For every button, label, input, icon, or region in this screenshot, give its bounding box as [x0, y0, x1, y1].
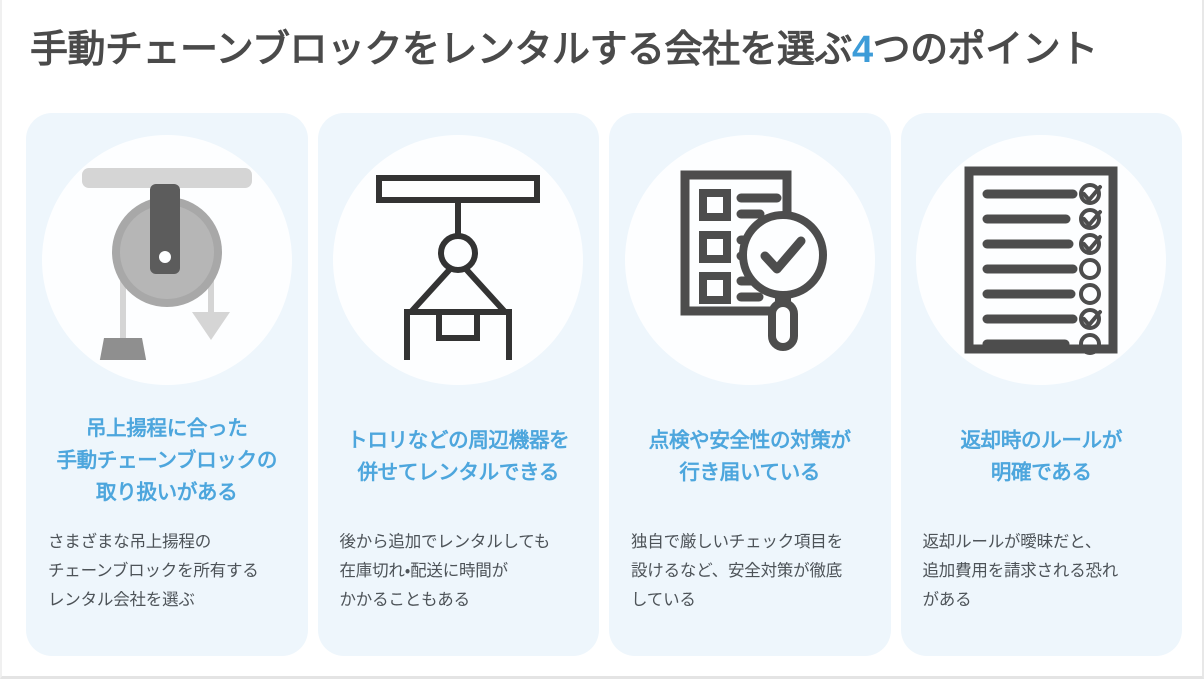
pulley-block-icon	[26, 135, 308, 385]
point-card-4: 返却時のルールが 明確である 返却ルールが曖昧だと、 追加費用を請求される恐れ …	[900, 113, 1183, 656]
hoist-lifting-box-icon	[318, 135, 600, 385]
checklist-magnifier-icon	[609, 135, 891, 385]
page-title-accent-number: 4	[851, 29, 873, 71]
point-card-2-heading: トロリなどの周辺機器を 併せてレンタルできる	[347, 429, 570, 484]
point-card-1-heading: 吊上揚程に合った 手動チェーンブロックの 取り扱いがある	[56, 417, 278, 504]
point-card-3: 点検や安全性の対策が 行き届いている 独自で厳しいチェック項目を 設けるなど、安…	[609, 113, 891, 656]
page-title-part1: 手動チェーンブロックをレンタルする会社を選ぶ	[30, 29, 852, 71]
page-title: 手動チェーンブロックをレンタルする会社を選ぶ4つのポイント	[30, 26, 1190, 75]
point-card-2-body: 後から追加でレンタルしても 在庫切れ・配送に時間が かかることもある	[339, 533, 551, 609]
point-card-1: 吊上揚程に合った 手動チェーンブロックの 取り扱いがある さまざまな吊上揚程の …	[26, 113, 308, 656]
points-card-row: 吊上揚程に合った 手動チェーンブロックの 取り扱いがある さまざまな吊上揚程の …	[26, 113, 1182, 656]
page-title-part2: つのポイント	[872, 29, 1099, 71]
point-card-4-body: 返却ルールが曖昧だと、 追加費用を請求される恐れ がある	[922, 533, 1119, 609]
point-card-4-heading: 返却時のルールが 明確である	[960, 429, 1123, 484]
point-card-1-body: さまざまな吊上揚程の チェーンブロックを所有する レンタル会社を選ぶ	[48, 533, 259, 609]
checklist-document-icon	[901, 135, 1183, 385]
point-card-3-body: 独自で厳しいチェック項目を 設けるなど、安全対策が徹底 している	[631, 533, 843, 609]
point-card-2: トロリなどの周辺機器を 併せてレンタルできる 後から追加でレンタルしても 在庫切…	[317, 113, 600, 656]
point-card-3-heading: 点検や安全性の対策が 行き届いている	[648, 429, 851, 484]
